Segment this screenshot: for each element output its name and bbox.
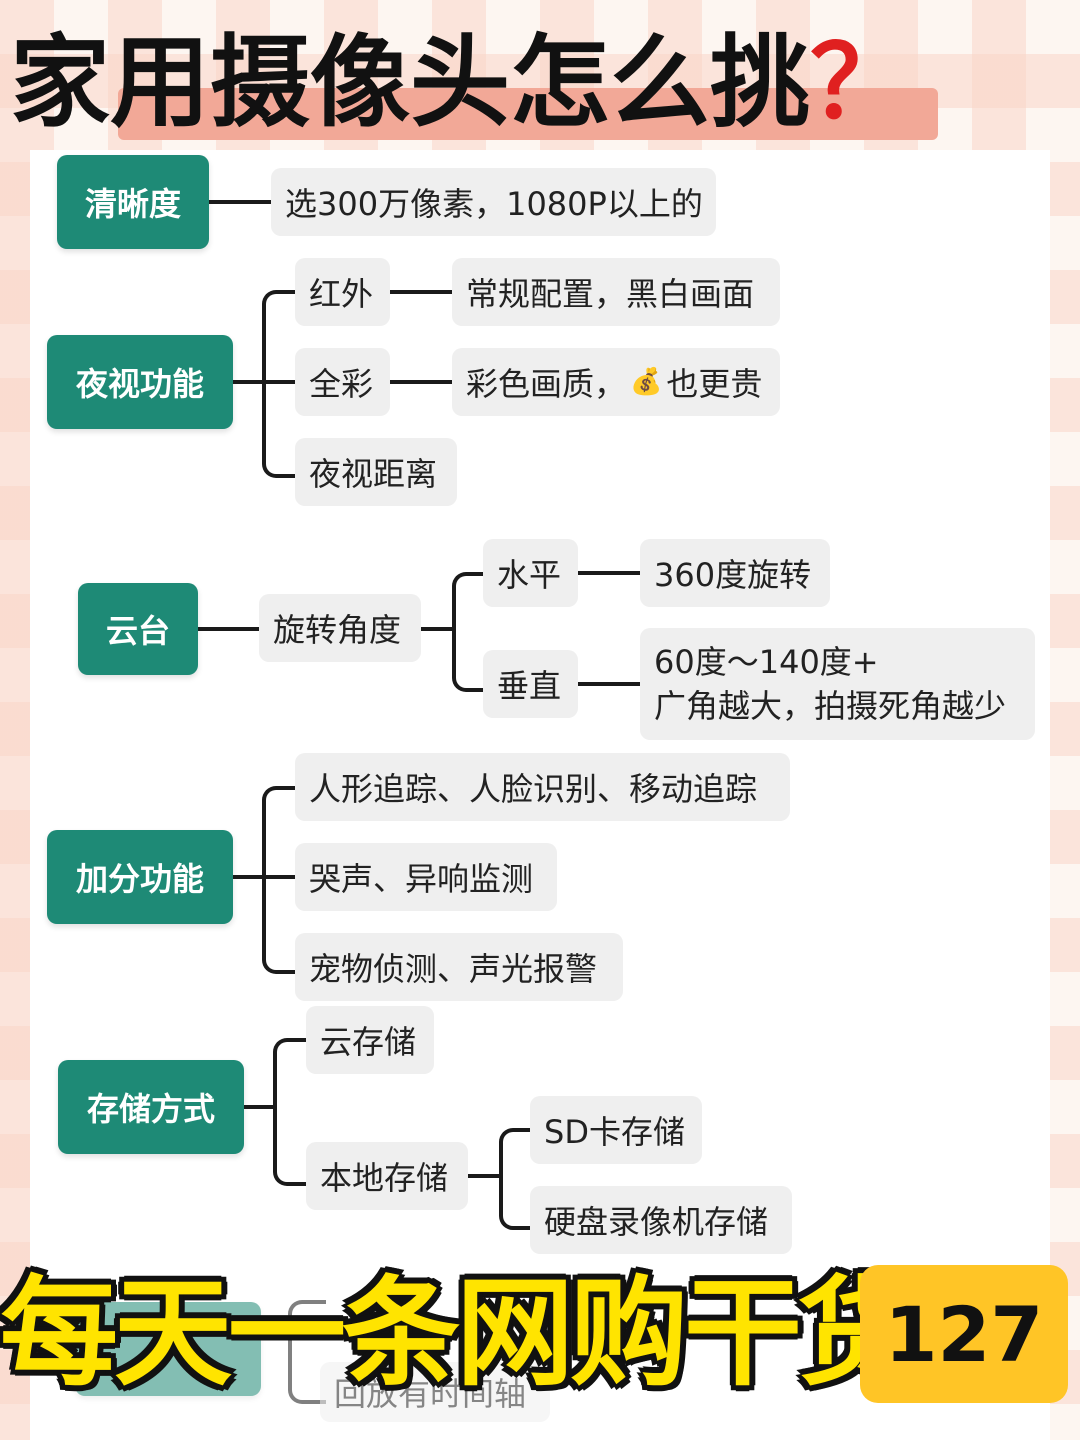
connector-line <box>262 380 296 384</box>
connector-line <box>390 290 453 294</box>
bonus-item: 宠物侦测、声光报警 <box>295 933 623 1001</box>
fullcolor-detail: 彩色画质，💰也更贵 <box>452 348 780 416</box>
vertical-detail: 60度～140度+ 广角越大，拍摄死角越少 <box>640 628 1035 740</box>
horizontal-detail: 360度旋转 <box>640 539 830 607</box>
category-clarity: 清晰度 <box>57 155 209 249</box>
connector-line <box>198 627 260 631</box>
ptz-horizontal: 水平 <box>483 539 578 607</box>
storage-nvr: 硬盘录像机存储 <box>530 1186 792 1254</box>
ptz-vertical: 垂直 <box>483 650 578 718</box>
connector-line <box>209 200 271 204</box>
branch-bracket <box>273 1038 311 1186</box>
title-highlight <box>118 88 938 140</box>
connector-line <box>244 1105 274 1109</box>
partial-item: 回放有时间轴 <box>320 1362 550 1422</box>
promo-banner: 每天一条网购干货 <box>0 1264 916 1402</box>
connector-line <box>468 1174 500 1178</box>
infrared-detail: 常规配置，黑白画面 <box>452 258 780 326</box>
storage-sd: SD卡存储 <box>530 1096 702 1164</box>
issue-number-badge: 127 <box>860 1265 1068 1403</box>
category-ptz: 云台 <box>78 583 198 675</box>
bonus-item: 人形追踪、人脸识别、移动追踪 <box>295 753 790 821</box>
connector-line <box>578 571 641 575</box>
branch-bracket <box>452 572 488 692</box>
ptz-rotation: 旋转角度 <box>259 594 421 662</box>
connector-line <box>578 682 641 686</box>
branch-bracket <box>499 1128 535 1230</box>
vertical-detail-line2: 广角越大，拍摄死角越少 <box>654 687 1007 725</box>
question-mark: ？ <box>810 24 910 141</box>
vertical-detail-line1: 60度～140度+ <box>654 643 879 681</box>
connector-line <box>233 875 263 879</box>
fullcolor-detail-b: 也更贵 <box>666 365 763 403</box>
connector-line <box>390 380 453 384</box>
connector-line <box>233 380 263 384</box>
storage-local: 本地存储 <box>306 1142 468 1210</box>
money-bag-icon: 💰 <box>630 367 663 397</box>
title-text: 家用摄像头怎么挑 <box>10 24 810 141</box>
category-partial <box>75 1302 261 1396</box>
night-infrared: 红外 <box>295 258 390 326</box>
category-bonus: 加分功能 <box>47 830 233 924</box>
branch-bracket <box>288 1300 326 1404</box>
connector-line <box>262 875 296 879</box>
bonus-item: 哭声、异响监测 <box>295 843 557 911</box>
branch-bracket <box>262 290 300 478</box>
storage-cloud: 云存储 <box>306 1006 434 1074</box>
page-title: 家用摄像头怎么挑？ <box>10 18 1080 148</box>
night-distance: 夜视距离 <box>295 438 457 506</box>
night-fullcolor: 全彩 <box>295 348 390 416</box>
fullcolor-detail-a: 彩色画质， <box>466 365 627 403</box>
category-storage: 存储方式 <box>58 1060 244 1154</box>
category-night-vision: 夜视功能 <box>47 335 233 429</box>
connector-line <box>421 627 453 631</box>
branch-bracket <box>262 786 300 974</box>
clarity-detail: 选300万像素，1080P以上的 <box>271 168 716 236</box>
